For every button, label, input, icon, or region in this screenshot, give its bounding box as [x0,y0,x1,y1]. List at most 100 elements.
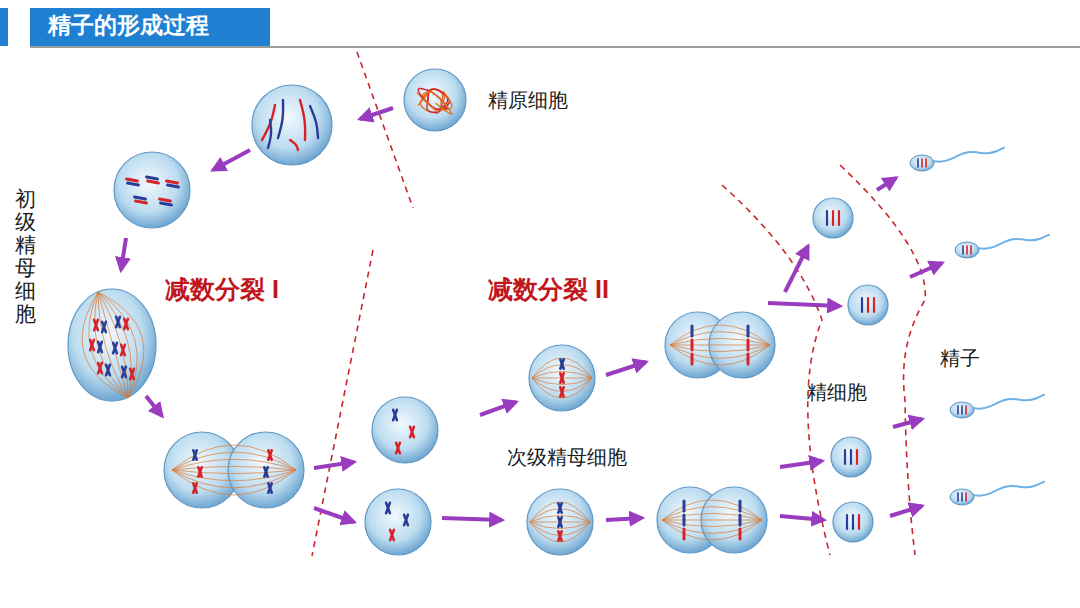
chromosome [121,345,125,355]
cell-label: 精原细胞 [488,88,568,112]
chromosome [106,365,110,375]
chromosome [861,298,863,312]
chromosome [396,443,400,453]
chromosome [161,203,172,205]
stage-arrow [121,238,126,270]
stage-arrow [314,462,354,468]
chromosome [386,503,390,513]
chromosome [90,340,94,350]
spindle-fiber [172,470,296,488]
spindle-fiber [670,345,770,346]
stage-arrow [314,508,354,522]
spindle-fiber [670,338,770,345]
chromosome [683,529,686,539]
chromosome [268,450,271,459]
stage-arrow [877,178,896,190]
sperm-head [910,155,934,171]
spindle-fiber [172,466,296,470]
chromosome [560,373,563,382]
chromosome [826,211,828,225]
spindle-fiber [662,500,762,520]
chromosome [124,319,128,329]
chromosome [121,345,125,355]
chromosome [268,120,271,148]
chromosome [193,483,196,492]
spindle-fiber [172,445,296,470]
chromosome [198,467,201,476]
chromosome [852,515,854,529]
stage-divider [357,52,413,208]
stage-arrow [606,518,642,520]
chromosome [130,369,134,379]
stage-divider [840,165,925,555]
stage-arrow [890,506,922,516]
spindle-fiber [89,292,128,398]
chromosome [390,530,394,540]
chromosome [268,483,271,492]
spindle-fiber [98,292,128,398]
chromosome [965,406,967,414]
chromosome [135,197,146,199]
chromosome [961,406,963,414]
chromosome [98,363,102,373]
stage-arrow [146,396,162,416]
chromosome [193,483,196,492]
chromosome [94,320,98,330]
chromosome [393,410,397,420]
chromosome [390,530,394,540]
spindle-fiber [670,345,770,358]
title-bar [30,8,270,46]
spindle-fiber [670,332,770,345]
spindle-fiber [98,292,128,398]
sperm-tail [977,235,1049,249]
spindle-fiber [98,292,128,398]
cell-membrane [813,198,853,238]
chromosome [106,365,110,375]
chromosome [691,354,694,364]
spindle-fiber [98,292,144,398]
chromosome [558,517,561,526]
stage-arrow [213,150,250,170]
chromosome [961,493,963,501]
stage-arrow [442,518,502,520]
chromosome [747,326,750,336]
chromosome [410,427,414,437]
stage-arrow [785,246,808,292]
cell-membrane [252,85,332,165]
stage-arrow [910,263,942,277]
spindle-fiber [662,513,762,520]
chromosome [560,387,563,396]
chromosome [560,359,563,368]
chromosome [122,367,126,377]
stage-label: 减数分裂 I [165,274,279,304]
chromosome [965,493,967,501]
chromosome [94,320,98,330]
chromosome [873,298,875,312]
title-accent [0,8,8,46]
chromosome [168,185,179,187]
chromosome [747,354,750,364]
chromosome [683,515,686,525]
chromosome [558,503,561,512]
sperm-head [950,402,974,418]
chromosome [966,246,968,254]
chromosome [832,211,834,225]
chromosome [858,515,860,529]
chromosome [130,369,134,379]
cell-membrane [848,285,888,325]
page-title: 精子的形成过程 [48,12,209,40]
chromosome [147,177,158,179]
spindle-fiber [670,345,770,365]
chromosome [268,483,271,492]
chromosome [404,515,408,525]
chromosome [957,406,959,414]
stage-arrow [893,419,922,427]
cell-membrane [527,489,593,555]
sperm-tail [932,148,1004,162]
chromosome [300,100,305,140]
chromosome [921,159,923,167]
chromosome [124,319,128,329]
chromatin [418,88,447,109]
cell-membrane [831,437,871,477]
chromosome [278,100,283,138]
